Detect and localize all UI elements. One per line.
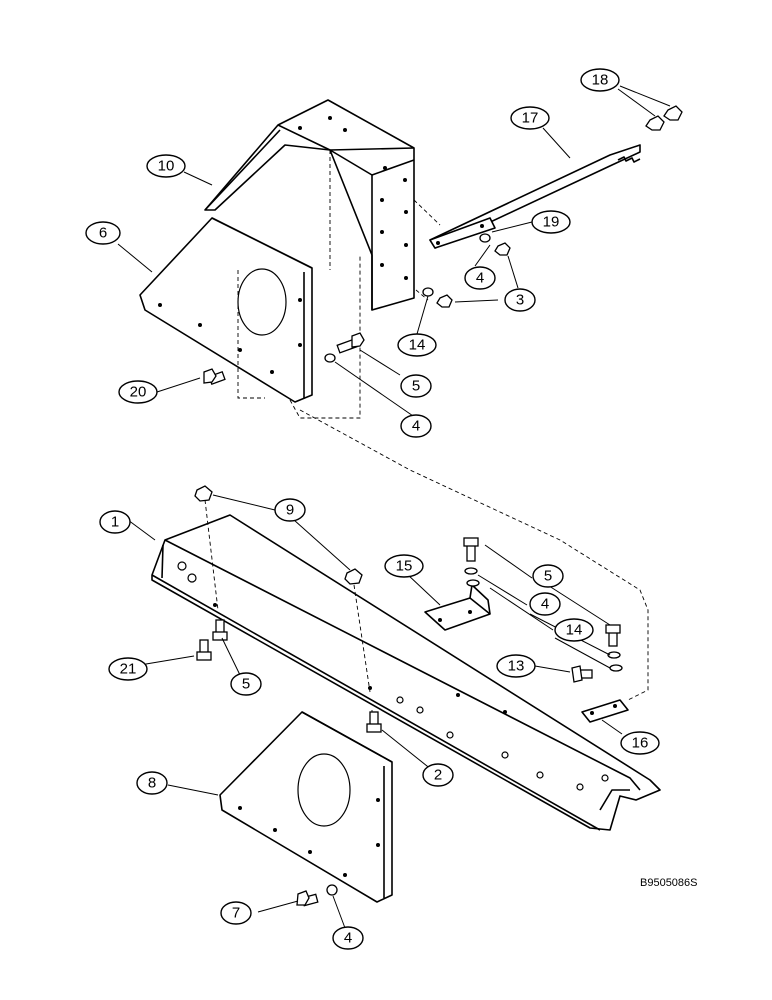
callout-3: 3 — [504, 288, 536, 312]
callout-2-label: 2 — [434, 767, 442, 784]
callout-10-label: 10 — [158, 158, 175, 175]
callout-21: 21 — [108, 657, 148, 681]
callout-1-label: 1 — [111, 514, 119, 531]
callout-20: 20 — [118, 380, 158, 404]
callout-4-d-label: 4 — [344, 930, 352, 947]
callout-15: 15 — [384, 554, 424, 578]
callout-13: 13 — [496, 654, 536, 678]
bolt-7 — [296, 884, 338, 907]
callout-5-a-label: 5 — [412, 378, 420, 395]
callout-9-label: 9 — [286, 502, 294, 519]
callout-16-label: 16 — [632, 735, 649, 752]
callout-17: 17 — [510, 106, 550, 130]
frame-hardware — [463, 537, 623, 672]
callout-19-label: 19 — [543, 214, 560, 231]
callout-18-label: 18 — [592, 72, 609, 89]
upper-bolt — [324, 332, 365, 363]
callout-20-label: 20 — [130, 384, 147, 401]
callout-5-a: 5 — [400, 374, 432, 398]
part-16-plate — [581, 699, 629, 723]
callout-4-a-label: 4 — [476, 270, 484, 287]
callout-4-a: 4 — [464, 266, 496, 290]
lower-left-bolts — [196, 619, 228, 661]
bolt-2 — [366, 711, 382, 733]
upper-hardware — [422, 233, 511, 308]
part-1-frame — [151, 514, 661, 831]
callout-14-b: 14 — [554, 618, 594, 642]
callout-21-label: 21 — [120, 661, 137, 678]
callout-15-label: 15 — [396, 558, 413, 575]
part-9-nuts — [194, 485, 363, 585]
callout-4-b-label: 4 — [412, 418, 420, 435]
callout-8-label: 8 — [148, 775, 156, 792]
callout-9: 9 — [274, 498, 306, 522]
callout-4-b: 4 — [400, 414, 432, 438]
callout-13-label: 13 — [508, 658, 525, 675]
callout-14-a-label: 14 — [409, 337, 426, 354]
bolt-13 — [571, 665, 593, 683]
drawing-reference-code: B9505086S — [640, 877, 698, 889]
callout-4-d: 4 — [332, 926, 364, 950]
callout-4-c-label: 4 — [541, 596, 549, 613]
callout-4-c: 4 — [529, 592, 561, 616]
callout-19: 19 — [531, 210, 571, 234]
callout-7: 7 — [220, 901, 252, 925]
callout-8: 8 — [136, 771, 168, 795]
part-18-nuts — [645, 105, 683, 131]
callout-10: 10 — [146, 154, 186, 178]
part-8-side-plate — [219, 711, 393, 903]
callout-5-b-label: 5 — [544, 568, 552, 585]
callout-5-b: 5 — [532, 564, 564, 588]
callout-14-b-label: 14 — [566, 622, 583, 639]
callout-5-c: 5 — [230, 672, 262, 696]
callout-17-label: 17 — [522, 110, 539, 127]
callout-18: 18 — [580, 68, 620, 92]
callout-16: 16 — [620, 731, 660, 755]
callout-2: 2 — [422, 763, 454, 787]
callout-6-label: 6 — [99, 225, 107, 242]
bolt-20 — [203, 368, 226, 385]
callout-1: 1 — [99, 510, 131, 534]
callout-7-label: 7 — [232, 905, 240, 922]
callout-3-label: 3 — [516, 292, 524, 309]
callout-6: 6 — [85, 221, 121, 245]
part-17-rod — [429, 144, 641, 249]
callout-14-a: 14 — [397, 333, 437, 357]
leader-lines — [117, 85, 671, 929]
callout-5-c-label: 5 — [242, 676, 250, 693]
part-6-side-plate — [139, 217, 313, 403]
part-15-bracket — [424, 584, 491, 631]
